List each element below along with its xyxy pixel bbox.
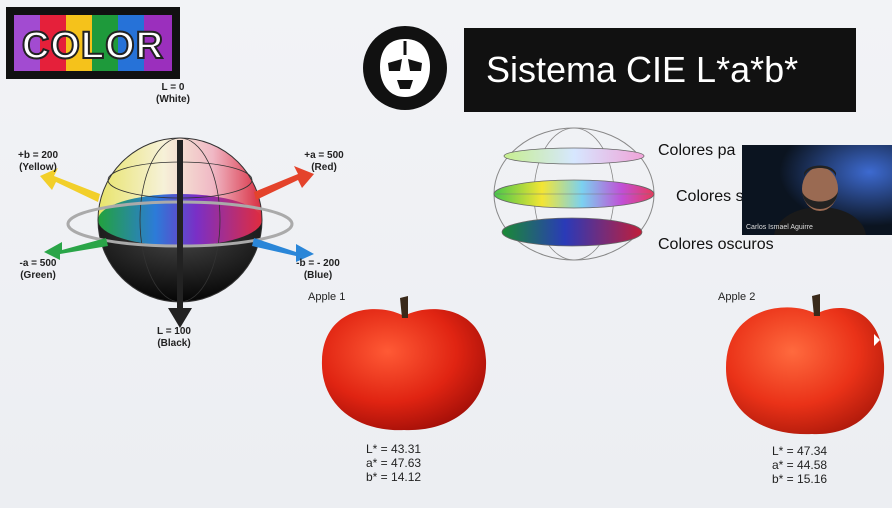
logo-text: COLOR — [21, 24, 165, 68]
neg-b-label: -b = - 200 (Blue) — [286, 258, 350, 282]
apple2-title: Apple 2 — [718, 291, 756, 303]
layer-label-dark: Colores oscuros — [658, 236, 774, 253]
luchador-mask-icon — [363, 26, 447, 110]
apple2-b: b* = 15.16 — [772, 472, 828, 486]
slide-title: Sistema CIE L*a*b* — [464, 28, 856, 112]
lightness-layers-diagram — [493, 127, 655, 261]
l100-value: L = 100 — [156, 326, 191, 337]
apple1-values: L* = 43.31 a* = 47.63 b* = 14.12 — [366, 442, 421, 484]
apple1-image — [321, 296, 487, 431]
logo-stripe — [118, 15, 144, 71]
apple2-image — [726, 294, 885, 435]
l0-sub: (White) — [156, 94, 190, 105]
apple1-a: a* = 47.63 — [366, 456, 422, 470]
logo-stripe — [40, 15, 66, 71]
neg-a-label: -a = 500 (Green) — [8, 258, 68, 282]
apple2-a: a* = 44.58 — [772, 458, 828, 472]
l0-label: L = 0 (White) — [148, 82, 198, 106]
logo-stripe — [14, 15, 40, 71]
pos-a-sub: (Red) — [311, 162, 337, 173]
presenter-video — [742, 145, 892, 235]
logo-stripe — [92, 15, 118, 71]
apple1-l: L* = 43.31 — [366, 442, 422, 456]
pos-a-value: +a = 500 — [304, 150, 344, 161]
logo-stripe — [144, 15, 172, 71]
layer-label-saturated: Colores s — [676, 188, 744, 205]
neg-b-value: -b = - 200 — [296, 258, 340, 269]
logo-stripe — [66, 15, 92, 71]
l0-value: L = 0 — [161, 82, 185, 93]
layer-label-light: Colores pa — [658, 142, 736, 159]
cie-lab-sphere-diagram — [40, 137, 314, 328]
l100-label: L = 100 (Black) — [146, 326, 202, 350]
presenter-name: Carlos Ismael Aguirre — [746, 224, 813, 231]
l100-sub: (Black) — [157, 338, 191, 349]
apple1-title: Apple 1 — [308, 291, 346, 303]
pos-b-value: +b = 200 — [17, 150, 59, 161]
neg-a-value: -a = 500 — [19, 258, 57, 269]
apple1-b: b* = 14.12 — [366, 470, 422, 484]
apple2-values: L* = 47.34 a* = 44.58 b* = 15.16 — [772, 444, 827, 486]
presenter-webcam[interactable]: Carlos Ismael Aguirre — [742, 145, 892, 235]
neg-a-sub: (Green) — [20, 270, 56, 281]
apple2-l: L* = 47.34 — [772, 444, 828, 458]
neg-b-sub: (Blue) — [303, 270, 333, 281]
pos-a-label: +a = 500 (Red) — [294, 150, 354, 174]
pos-b-label: +b = 200 (Yellow) — [8, 150, 68, 174]
pos-b-sub: (Yellow) — [19, 162, 57, 173]
color-logo: COLOR — [6, 7, 180, 79]
